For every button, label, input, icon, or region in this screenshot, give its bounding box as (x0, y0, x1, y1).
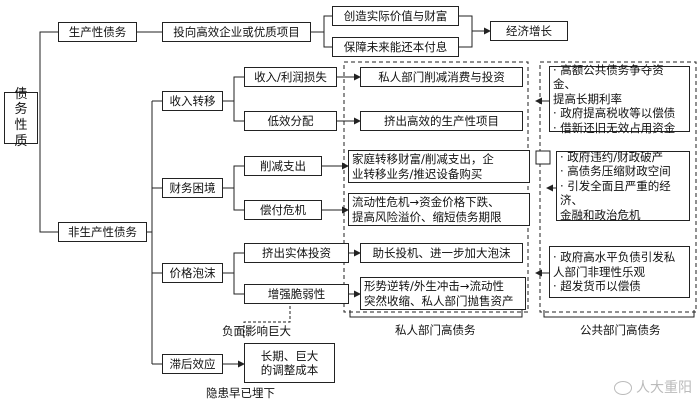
income-loss-label: 收入/利润损失 (254, 69, 327, 84)
repay-effect-line-1: 流动性危机→资金价格下跌、 (352, 195, 500, 210)
public-box-2: · 政府违约/财政破产· 高债务压缩财政空间· 引发全面且严重的经济、 金融和政… (556, 150, 690, 222)
cut-spending-effect-box: 家庭转移财富/削减支出，企业转移业务/推迟设备购买 (348, 150, 530, 183)
public-1-line-1: · 高额公共债务争夺资金、 (553, 63, 664, 92)
ensure-repay-label: 保障未来能还本付息 (343, 39, 448, 54)
crowd-real-invest-label: 挤出实体投资 (262, 245, 331, 260)
private-cut-label: 私人部门削减消费与投资 (378, 69, 505, 84)
crowd-out-box: 挤出高效的生产性项目 (360, 111, 523, 131)
crowd-real-invest-box: 挤出实体投资 (244, 243, 349, 263)
negative-impact-label: 负面影响巨大 (222, 324, 291, 338)
create-value-box: 创造实际价值与财富 (332, 6, 459, 26)
public-box-3: · 政府高水平负债引发私 人部门非理性乐观· 超发货币以偿债 (549, 246, 690, 298)
weibo-logo-icon (614, 381, 632, 395)
public-1-line-4: · 借新还旧无效占用资金 (553, 120, 676, 135)
invest-label: 投向高效企业或优质项目 (173, 24, 300, 39)
public-2-line-2: · 高债务压缩财政空间 (560, 164, 671, 179)
watermark-text: 人大重阳 (636, 380, 692, 396)
nonproductive-debt-box: 非生产性债务 (58, 222, 147, 242)
adjust-cost-line-1: 长期、巨大 (260, 348, 319, 363)
fragility-box: 增强脆弱性 (244, 284, 349, 304)
public-2-line-1: · 政府违约/财政破产 (560, 150, 664, 165)
productive-debt-box: 生产性债务 (58, 22, 137, 42)
crowd-out-label: 挤出高效的生产性项目 (384, 113, 499, 128)
cut-effect-line-1: 家庭转移财富/削减支出，企 (352, 152, 494, 167)
public-3-line-2: 人部门非理性乐观 (553, 264, 645, 279)
income-transfer-label: 收入转移 (169, 93, 216, 108)
reversal-line-2: 突然收缩、私人部门抛售资产 (364, 293, 514, 308)
ensure-repay-box: 保障未来能还本付息 (332, 37, 459, 57)
adjust-cost-line-2: 的调整成本 (260, 363, 319, 377)
speculation-box: 助长投机、进一步加大泡沫 (360, 243, 523, 263)
repay-crisis-label: 偿付危机 (260, 202, 306, 217)
low-efficiency-label: 低效分配 (267, 113, 314, 128)
repay-crisis-box: 偿付危机 (244, 200, 322, 220)
cut-effect-line-2: 业转移业务/推迟设备购买 (352, 166, 483, 181)
economic-growth-label: 经济增长 (506, 23, 552, 38)
income-transfer-box: 收入转移 (162, 91, 223, 111)
invest-box: 投向高效企业或优质项目 (162, 22, 311, 42)
root-debt-nature: 债务性质 (4, 87, 38, 149)
public-1-line-2: 提高长期利率 (553, 91, 622, 106)
fiscal-distress-label: 财务困境 (169, 180, 216, 195)
public-3-line-3: · 超发货币以偿债 (553, 279, 641, 294)
public-2-line-4: 金融和政治危机 (560, 207, 641, 222)
price-bubble-box: 价格泡沫 (162, 263, 223, 283)
productive-debt-label: 生产性债务 (68, 24, 127, 39)
cut-spending-label: 削减支出 (260, 158, 306, 173)
root-label: 债务性质 (14, 86, 28, 149)
private-section-label: 私人部门高债务 (395, 323, 476, 337)
economic-growth-box: 经济增长 (490, 21, 568, 41)
create-value-label: 创造实际价值与财富 (343, 8, 448, 23)
repay-crisis-effect-box: 流动性危机→资金价格下跌、提高风险溢价、缩短债务期限 (348, 193, 530, 226)
reversal-box: 形势逆转/外生冲击→流动性突然收缩、私人部门抛售资产 (360, 277, 526, 310)
fiscal-distress-box: 财务困境 (162, 178, 223, 198)
low-efficiency-box: 低效分配 (244, 111, 337, 131)
cut-spending-box: 削减支出 (244, 156, 322, 176)
price-bubble-label: 价格泡沫 (169, 265, 216, 280)
watermark: 人大重阳 (614, 377, 692, 397)
income-loss-box: 收入/利润损失 (244, 67, 337, 87)
lag-effect-label: 滞后效应 (169, 356, 216, 371)
repay-effect-line-2: 提高风险溢价、缩短债务期限 (352, 209, 502, 224)
reversal-line-1: 形势逆转/外生冲击→流动性 (364, 279, 505, 294)
hidden-risk-label: 隐患早已埋下 (206, 386, 275, 400)
fragility-label: 增强脆弱性 (267, 286, 326, 301)
private-cut-box: 私人部门削减消费与投资 (360, 67, 523, 87)
adjust-cost-box: 长期、巨大的调整成本 (244, 343, 335, 383)
public-section-label: 公共部门高债务 (580, 323, 661, 337)
speculation-label: 助长投机、进一步加大泡沫 (372, 245, 511, 260)
nonproductive-debt-label: 非生产性债务 (68, 224, 137, 239)
public-1-line-3: · 政府提高税收等以偿债 (553, 106, 676, 121)
lag-effect-box: 滞后效应 (162, 354, 223, 374)
public-3-line-1: · 政府高水平负债引发私 (553, 250, 676, 265)
public-box-1: · 高额公共债务争夺资金、 提高长期利率· 政府提高税收等以偿债· 借新还旧无效… (549, 63, 690, 135)
public-2-line-3: · 引发全面且严重的经济、 (560, 178, 671, 208)
